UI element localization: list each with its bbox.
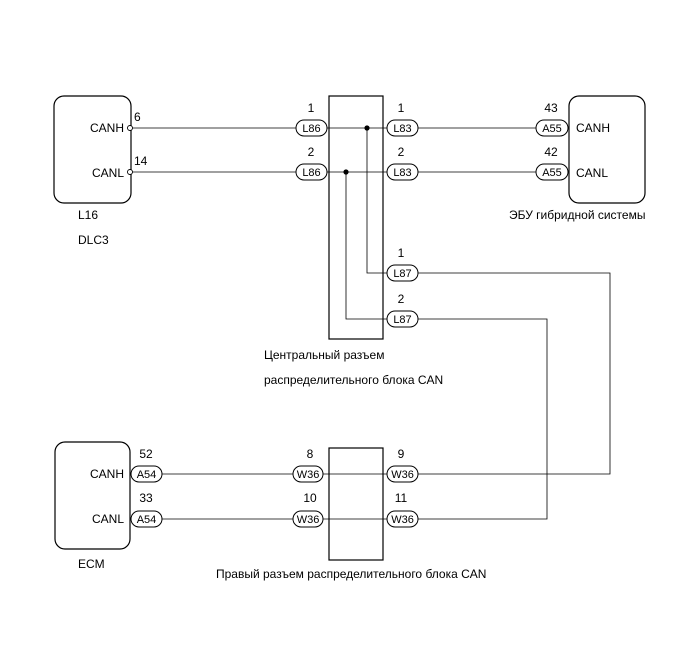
dlc3-canl-pin-number: 14 <box>134 154 148 168</box>
central-right-canh-pin-number: 1 <box>398 101 405 115</box>
hybrid-canh-label: CANH <box>576 121 610 135</box>
hybrid-ecu-name: ЭБУ гибридной системы <box>509 208 645 222</box>
dlc3-connector-code: L16 <box>78 208 98 222</box>
ecm-canh-pin-number: 52 <box>139 447 153 461</box>
pill-l86-canh-label: L86 <box>302 123 320 135</box>
pill-l87-canh-label: L87 <box>393 268 411 280</box>
central-connector-caption-line2: распределительного блока CAN <box>264 373 443 387</box>
wire-branch-canl-internal <box>345 172 387 320</box>
dlc3-terminal-canl <box>127 169 133 175</box>
dlc3-canh-label: CANH <box>90 121 124 135</box>
ecm-name: ECM <box>78 557 105 571</box>
central-connector-box <box>328 95 384 340</box>
central-left-canl-pin-number: 2 <box>308 145 315 159</box>
right-connector-caption: Правый разъем распределительного блока C… <box>216 567 486 581</box>
right-left-canl-pin-number: 10 <box>303 491 317 505</box>
dlc3-canh-pin-number: 6 <box>134 110 141 124</box>
dlc3-name: DLC3 <box>78 233 109 247</box>
connector-pills: L86 L86 L83 L83 L87 L87 A55 A55 A54 A54 … <box>130 119 569 528</box>
pill-l87-canh <box>386 264 419 282</box>
pill-l86-canl-label: L86 <box>302 167 320 179</box>
pill-a55-canl <box>535 163 569 181</box>
central-left-canh-pin-number: 1 <box>308 101 315 115</box>
pill-l86-canh <box>295 119 328 137</box>
pill-l83-canh-label: L83 <box>393 123 411 135</box>
ecm-canl-pin-number: 33 <box>139 491 153 505</box>
pill-a54-canh <box>130 465 163 483</box>
pill-w36-right-canh-label: W36 <box>391 469 414 481</box>
pill-a54-canl-label: A54 <box>137 514 157 526</box>
central-connector-caption-line1: Центральный разъем <box>264 348 384 362</box>
hybrid-canh-pin-number: 43 <box>544 101 558 115</box>
dlc3-terminal-canh <box>127 125 133 131</box>
pill-a54-canl <box>130 510 163 528</box>
hybrid-canl-pin-number: 42 <box>544 145 558 159</box>
pill-l83-canl <box>386 163 419 181</box>
pill-w36-left-canh <box>292 465 324 483</box>
pill-w36-left-canh-label: W36 <box>297 469 320 481</box>
ecm-box <box>54 441 131 550</box>
dlc3-canl-label: CANL <box>92 166 124 180</box>
wire-branch-canh-to-right <box>418 272 611 475</box>
junction-dot-canh <box>364 125 370 131</box>
pill-w36-right-canh <box>386 465 419 483</box>
dlc3-box <box>53 95 132 204</box>
pill-l83-canh <box>386 119 419 137</box>
pill-l83-canl-label: L83 <box>393 167 411 179</box>
central-right-canl-pin-number: 2 <box>398 145 405 159</box>
pill-w36-right-canl <box>386 510 419 528</box>
pill-a54-canh-label: A54 <box>137 469 157 481</box>
right-left-canh-pin-number: 8 <box>307 447 314 461</box>
wire-branch-canl-to-right <box>418 318 548 520</box>
junction-dot-canl <box>343 169 349 175</box>
pill-l86-canl <box>295 163 328 181</box>
wires <box>132 127 611 520</box>
hybrid-canl-label: CANL <box>576 166 608 180</box>
pill-w36-right-canl-label: W36 <box>391 514 414 526</box>
right-connector-box <box>328 447 384 561</box>
pill-a55-canh <box>535 119 569 137</box>
ecm-canl-label: CANL <box>92 512 124 526</box>
right-right-canh-pin-number: 9 <box>398 447 405 461</box>
pill-l87-canl-label: L87 <box>393 314 411 326</box>
pill-a55-canh-label: A55 <box>542 123 562 135</box>
ecm-canh-label: CANH <box>90 467 124 481</box>
right-right-canl-pin-number: 11 <box>395 491 408 505</box>
wire-branch-canh-internal <box>366 128 387 274</box>
central-branch-canl-pin-number: 2 <box>398 292 405 306</box>
central-branch-canh-pin-number: 1 <box>398 246 405 260</box>
pill-w36-left-canl <box>292 510 324 528</box>
pill-w36-left-canl-label: W36 <box>297 514 320 526</box>
pill-l87-canl <box>386 310 419 328</box>
pill-a55-canl-label: A55 <box>542 167 562 179</box>
hybrid-ecu-box <box>568 95 646 204</box>
